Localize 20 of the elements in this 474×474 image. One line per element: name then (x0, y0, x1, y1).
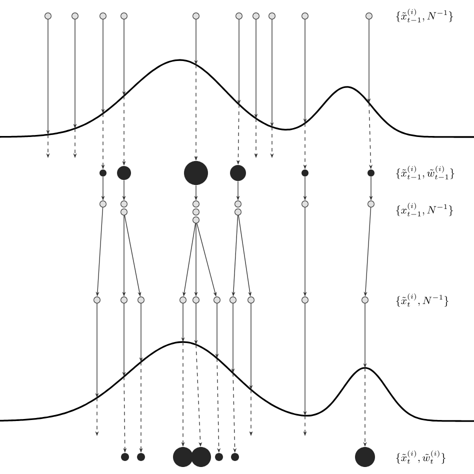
weighted-particle (184, 161, 208, 185)
weighted-particle (230, 165, 246, 181)
density-curve (0, 341, 474, 422)
weighted-particle (117, 166, 131, 180)
set-label: $\{x^{(i)}_{t-1}, N^{-1}\}$ (396, 202, 453, 216)
weighted-particle (302, 170, 308, 176)
set-label: $\{\tilde{x}^{(i)}_{t-1}, N^{-1}\}$ (396, 8, 453, 22)
weighted-particle (355, 447, 375, 467)
weighted-particle (121, 453, 129, 461)
weighted-particle (100, 170, 106, 176)
set-label: $\{\tilde{x}^{(i)}_{t}, N^{-1}\}$ (396, 293, 448, 307)
weighted-particle (215, 453, 223, 461)
weighted-particle (173, 447, 193, 467)
density-curve (0, 59, 474, 138)
weighted-particle (368, 170, 374, 176)
set-label: $\{\tilde{x}^{(i)}_{t}, \tilde{w}^{(i)}_{t}\}$ (396, 450, 446, 464)
set-label: $\{\tilde{x}^{(i)}_{t-1}, \tilde{w}^{(i)}_{t-1}\}$ (396, 166, 454, 180)
weighted-particle (137, 453, 145, 461)
weighted-particle (231, 453, 239, 461)
weighted-particle (191, 447, 211, 467)
